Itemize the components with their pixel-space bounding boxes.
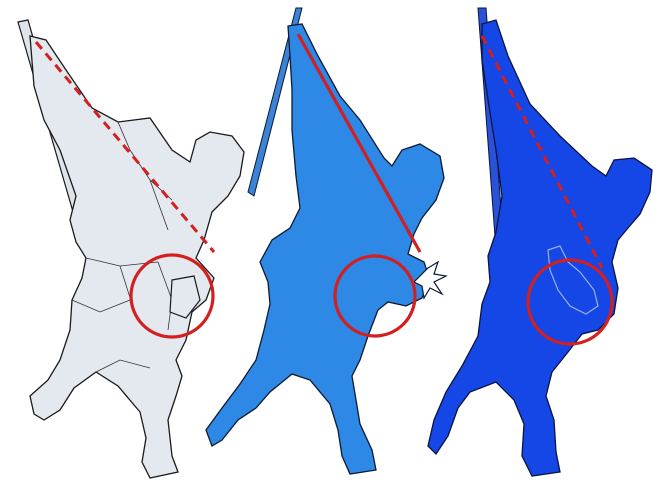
- figure-1: [18, 20, 244, 478]
- figure-2-body: [206, 24, 444, 474]
- figure-1-hand: [170, 276, 200, 318]
- figure-1-body: [30, 36, 244, 478]
- figure-3: [428, 8, 652, 476]
- figure-3-body: [428, 20, 652, 476]
- figure-2: [206, 8, 446, 474]
